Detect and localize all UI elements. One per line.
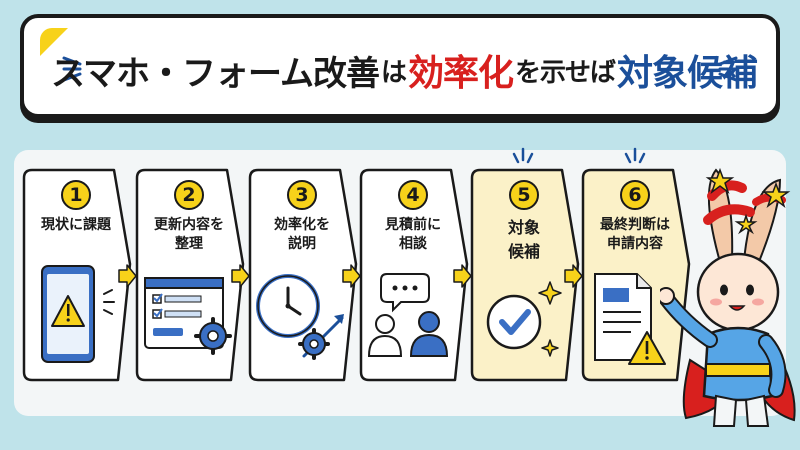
arrow-right-icon	[564, 264, 583, 288]
superhero-rabbit-mascot-icon	[660, 167, 796, 427]
sparkle-lines-icon	[512, 147, 534, 164]
title-left-ticks-icon	[62, 56, 82, 82]
arrow-right-icon	[118, 264, 137, 288]
smartphone-warning-icon	[41, 265, 115, 363]
arrow-right-icon	[453, 264, 472, 288]
step-number: 1	[61, 180, 91, 210]
step-label: 対象 候補	[507, 218, 540, 261]
title-part-particle: は	[380, 57, 407, 88]
step-label: 効率化を 説明	[274, 217, 330, 252]
step-2: 2 更新内容を 整理	[135, 168, 245, 382]
title-part-efficiency: 効率化	[407, 53, 514, 94]
step-1: 1 現状に課題	[22, 168, 132, 382]
check-circle-icon	[486, 281, 562, 357]
title-banner: スマホ・フォーム改善 は 効率化 を示せば 対象候補	[20, 14, 780, 118]
title-right-ticks-icon	[718, 56, 738, 82]
step-number: 3	[287, 180, 317, 210]
form-settings-icon	[144, 277, 232, 355]
step-label: 見積前に 相談	[385, 217, 441, 252]
step-number: 5	[509, 180, 539, 210]
title-corner-accent	[40, 28, 68, 56]
step-number: 4	[398, 180, 428, 210]
arrow-right-icon	[231, 264, 250, 288]
step-label: 更新内容を 整理	[154, 217, 224, 252]
clock-efficiency-icon	[256, 274, 344, 360]
step-5: 5 対象 候補	[470, 168, 580, 382]
step-number: 2	[174, 180, 204, 210]
title-part-condition: を示せば	[514, 57, 616, 88]
sparkle-lines-icon	[624, 147, 646, 164]
step-number: 6	[620, 180, 650, 210]
step-3: 3 効率化を 説明	[248, 168, 358, 382]
step-6: 6 最終判断は 申請内容	[581, 168, 691, 382]
step-label: 現状に課題	[41, 217, 111, 233]
title-part-candidate: 対象候補	[617, 53, 758, 94]
step-label: 最終判断は 申請内容	[600, 217, 670, 252]
arrow-right-icon	[342, 264, 361, 288]
step-4: 4 見積前に 相談	[359, 168, 469, 382]
title-part-subject: スマホ・フォーム改善	[50, 53, 380, 94]
consultation-people-icon	[367, 273, 449, 357]
application-document-warning-icon	[594, 273, 666, 365]
page-title: スマホ・フォーム改善 は 効率化 を示せば 対象候補	[24, 18, 784, 122]
